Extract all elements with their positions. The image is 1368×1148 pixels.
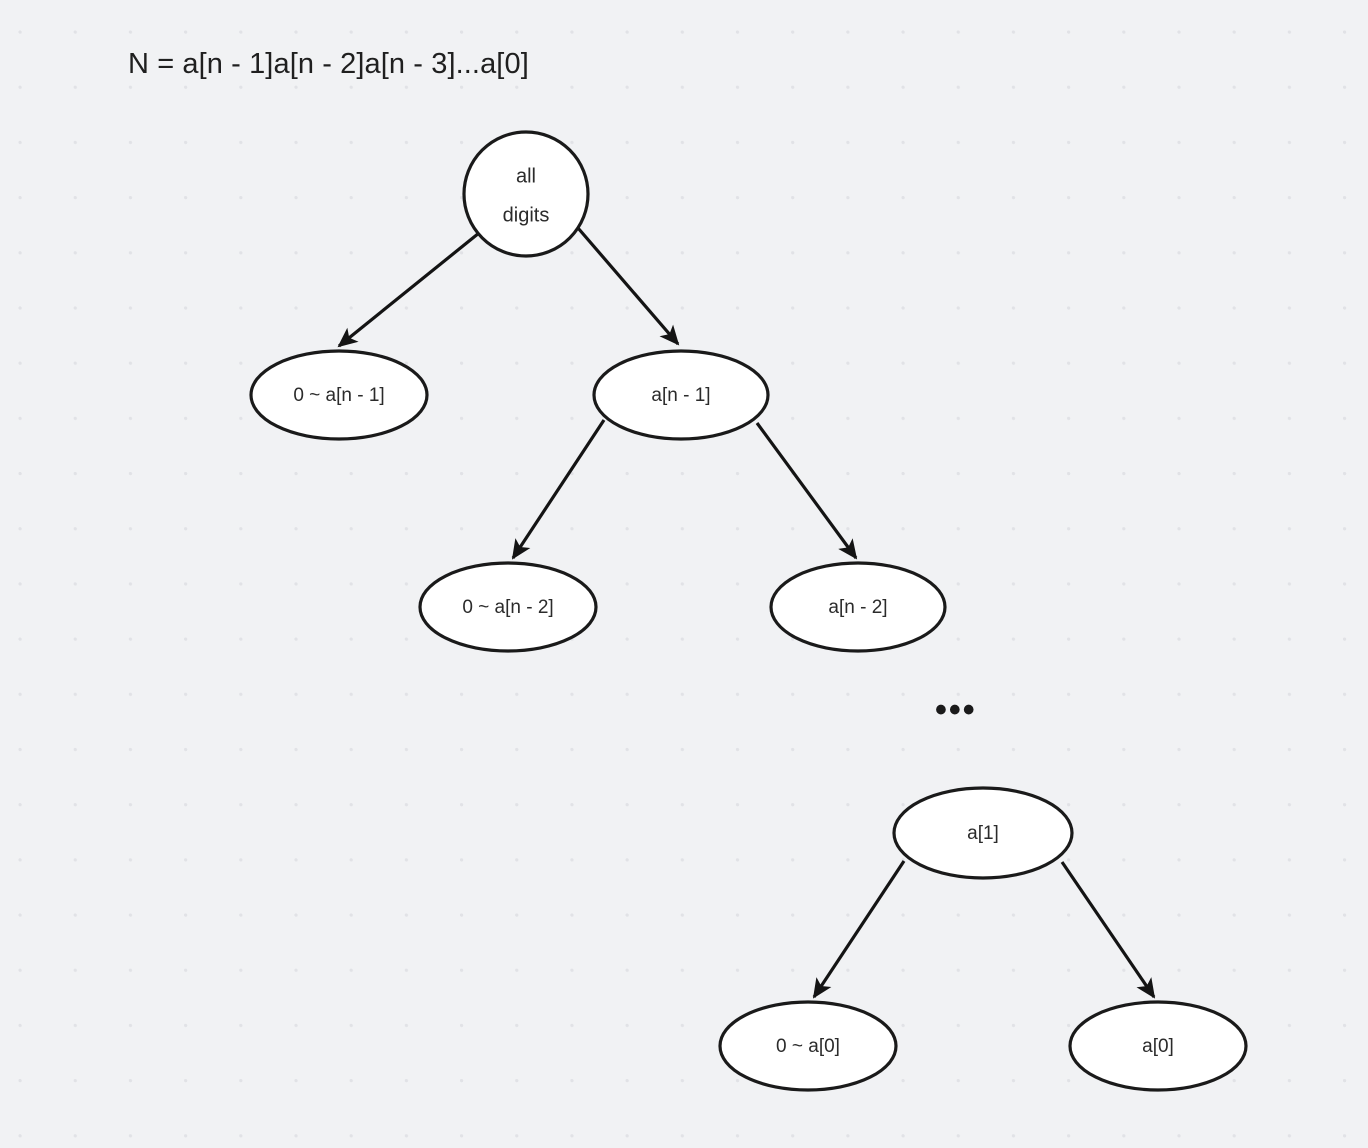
node-label-root-line2: digits xyxy=(503,204,550,226)
node-label-l1right: a[n - 1] xyxy=(651,385,710,406)
node-label-l3right: a[0] xyxy=(1142,1036,1174,1057)
node-l2left[interactable]: 0 ~ a[n - 2] xyxy=(418,561,598,653)
node-root[interactable]: all digits xyxy=(462,130,590,258)
node-label-l1left: 0 ~ a[n - 1] xyxy=(293,385,384,406)
edge-root-to-l1right xyxy=(576,226,680,346)
edge-l1right-to-l2left xyxy=(511,419,606,560)
nodes-layer: all digits 0 ~ a[n - 1] a[n - 1] 0 ~ a[n - 2… xyxy=(249,130,1248,1092)
node-label-l3left: 0 ~ a[0] xyxy=(776,1036,840,1057)
ellipsis-indicator: ••• xyxy=(935,691,977,729)
node-l1left[interactable]: 0 ~ a[n - 1] xyxy=(249,349,429,441)
edge-l1right-to-l2right xyxy=(755,422,858,560)
node-shape-l3top xyxy=(892,786,1074,880)
node-label-l2right: a[n - 2] xyxy=(828,597,887,618)
node-shape-l1right xyxy=(592,349,770,441)
node-l3top[interactable]: a[1] xyxy=(892,786,1074,880)
node-shape-l1left xyxy=(249,349,429,441)
node-label-l3top: a[1] xyxy=(967,823,999,844)
node-shape-l2right xyxy=(769,561,947,653)
node-shape-l2left xyxy=(418,561,598,653)
edge-l3top-to-l3right xyxy=(1060,861,1156,999)
node-shape-root xyxy=(462,130,590,258)
node-label-root-line1: all xyxy=(516,165,536,187)
node-l1right[interactable]: a[n - 1] xyxy=(592,349,770,441)
edge-l3top-to-l3left xyxy=(812,860,906,999)
node-shape-l3left xyxy=(718,1000,898,1092)
node-label-l2left: 0 ~ a[n - 2] xyxy=(462,597,553,618)
diagram-title: N = a[n - 1]a[n - 2]a[n - 3]...a[0] xyxy=(128,48,529,80)
edges-layer xyxy=(337,226,1156,999)
node-l2right[interactable]: a[n - 2] xyxy=(769,561,947,653)
node-l3right[interactable]: a[0] xyxy=(1068,1000,1248,1092)
node-l3left[interactable]: 0 ~ a[0] xyxy=(718,1000,898,1092)
edge-root-to-l1left xyxy=(337,231,481,348)
node-shape-l3right xyxy=(1068,1000,1248,1092)
